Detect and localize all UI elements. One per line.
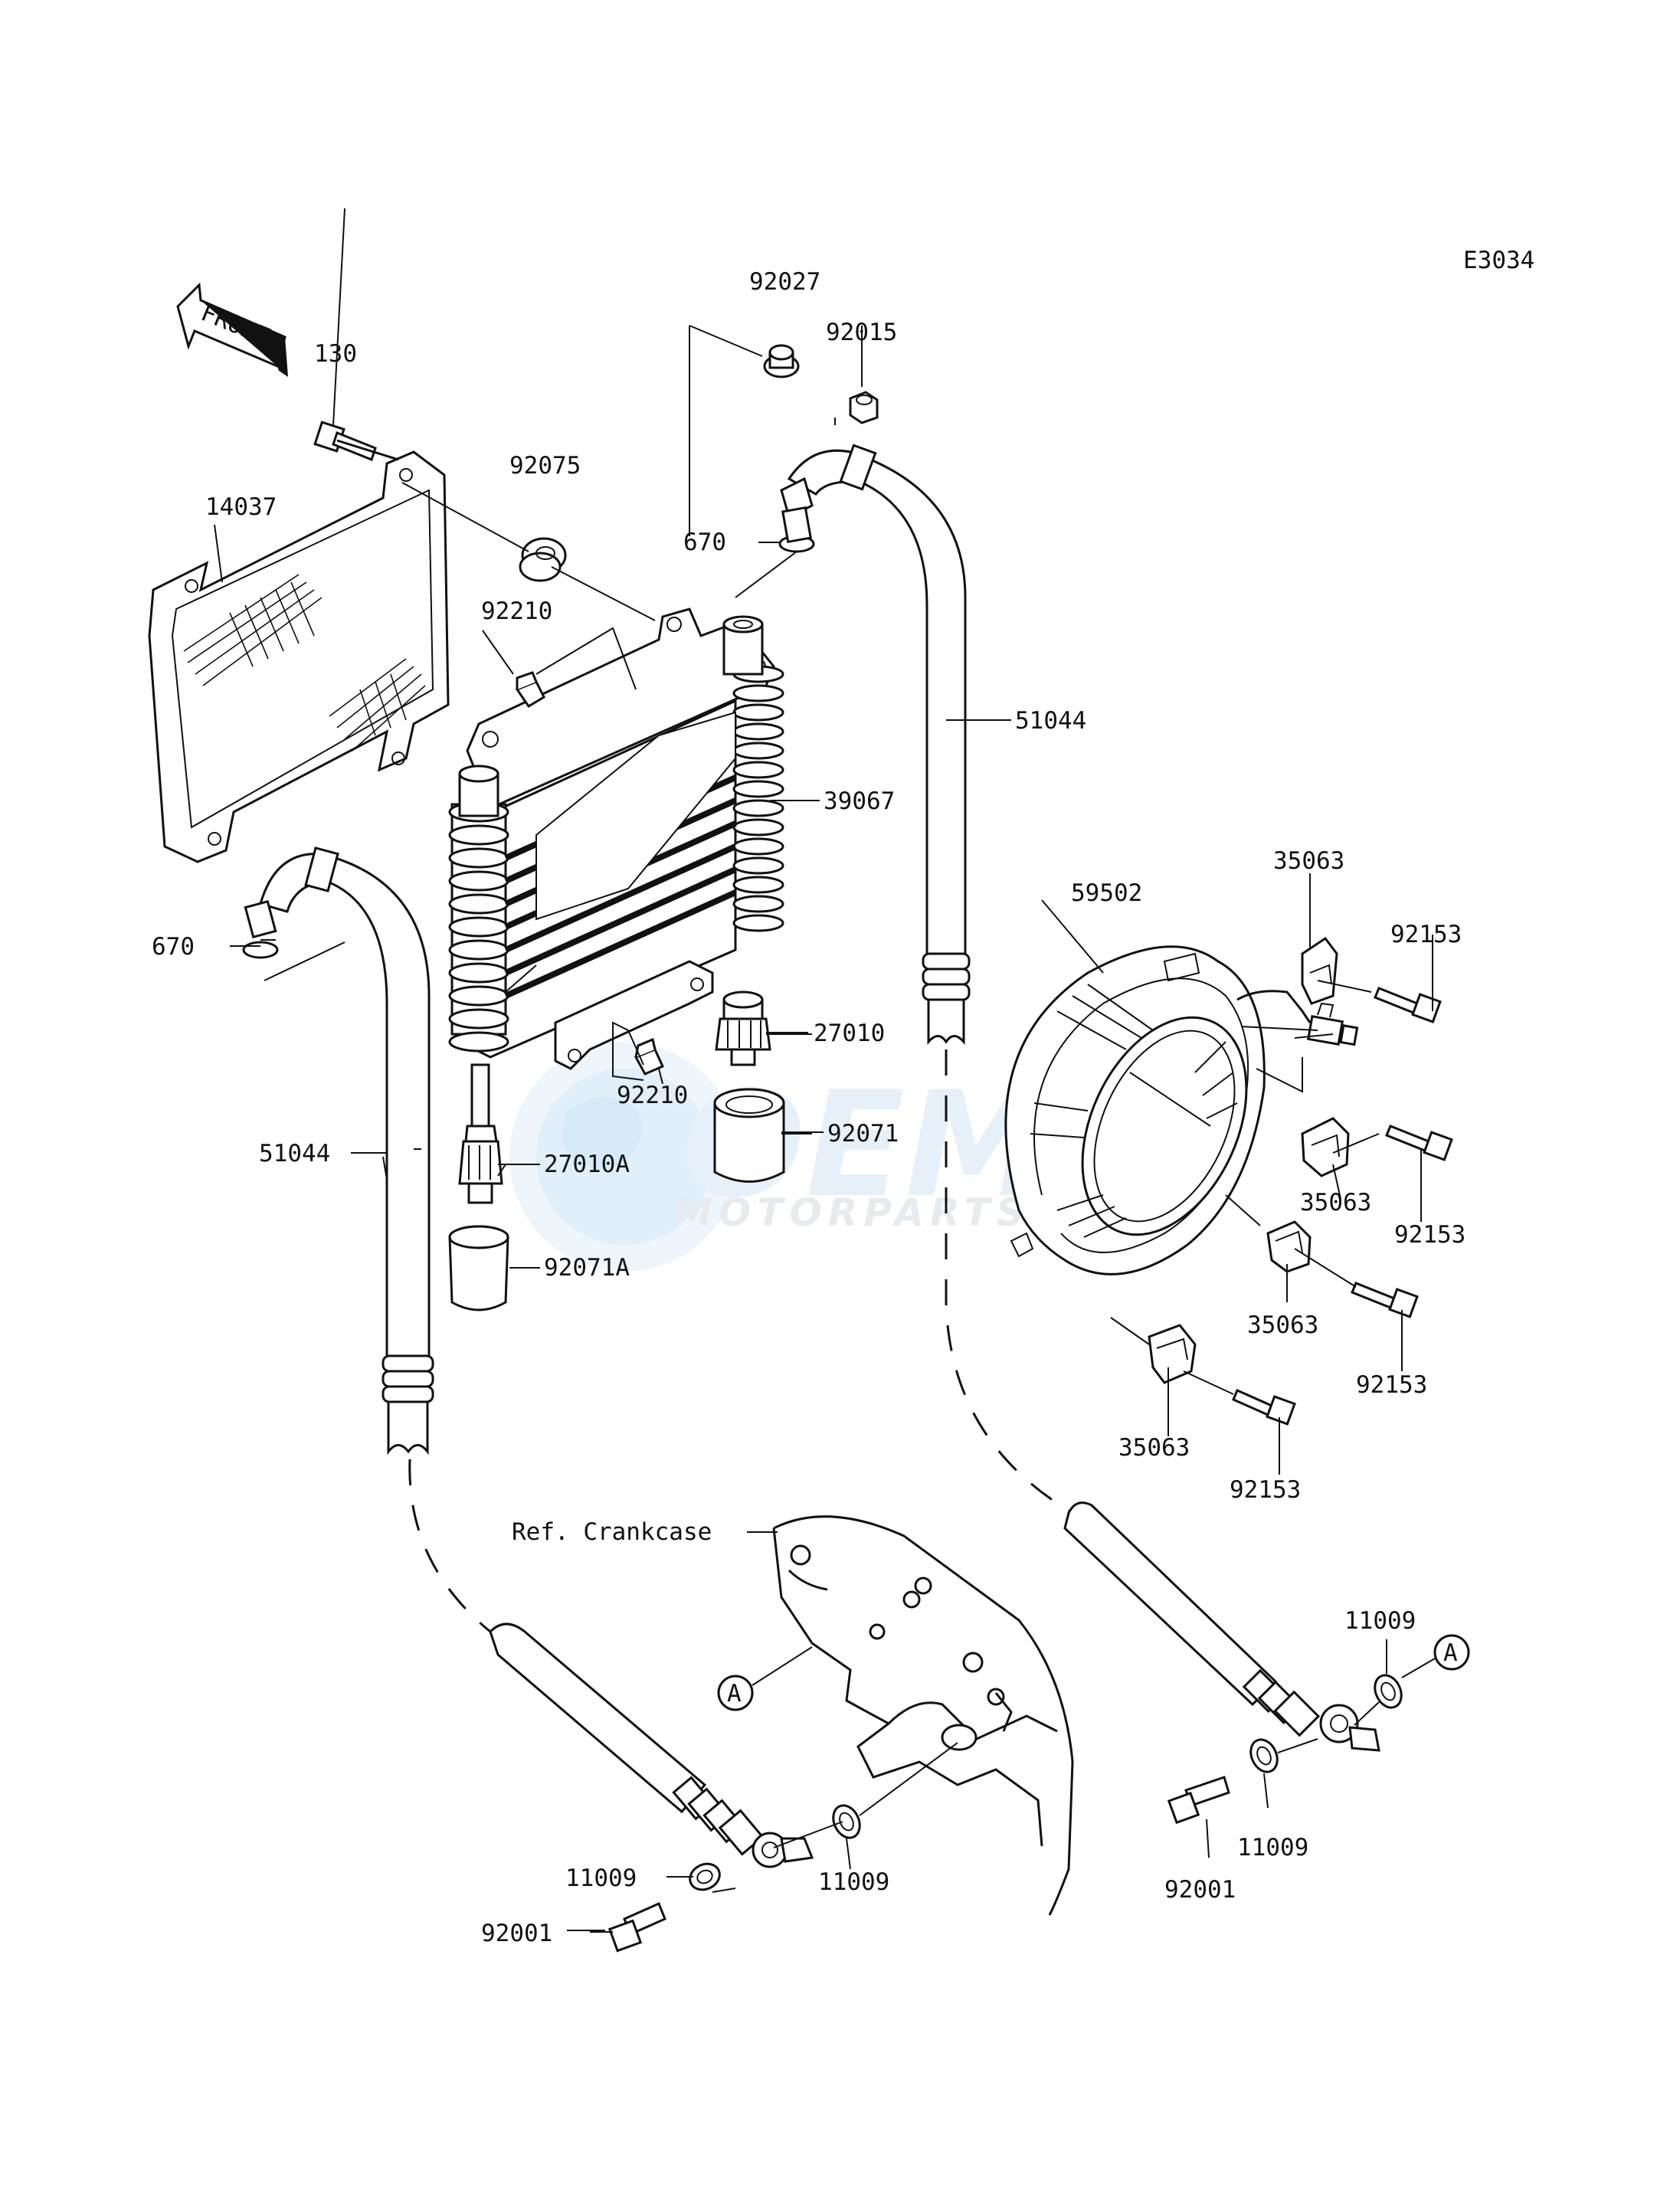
clamp-35063-a bbox=[1301, 936, 1338, 1005]
label-11009-r1: 11009 bbox=[1344, 1607, 1416, 1635]
reference-a-crankcase: A bbox=[717, 1646, 813, 1711]
label-27010: 27010 bbox=[814, 1020, 885, 1047]
washer-11009-r1 bbox=[1374, 1674, 1403, 1709]
label-ref-crankcase: Ref. Crankcase bbox=[512, 1518, 712, 1546]
clip-92210-top bbox=[515, 671, 545, 709]
label-92153-c: 92153 bbox=[1356, 1371, 1427, 1399]
label-92071A: 92071A bbox=[544, 1254, 630, 1282]
nut-92015 bbox=[849, 391, 879, 424]
label-35063-a: 35063 bbox=[1273, 847, 1344, 875]
banjo-bolt-92001-left bbox=[607, 1901, 666, 1953]
label-11009-l2: 11009 bbox=[565, 1865, 637, 1892]
label-27010A: 27010A bbox=[544, 1151, 630, 1178]
oil-hose-lower-left bbox=[489, 1622, 814, 1868]
label-92210-top: 92210 bbox=[481, 598, 552, 625]
bolt-92153-b bbox=[1385, 1125, 1453, 1161]
grommet-92075 bbox=[519, 537, 567, 582]
clamp-35063-d bbox=[1148, 1324, 1197, 1384]
oil-hose-51044-right bbox=[780, 444, 971, 1046]
label-59502: 59502 bbox=[1071, 879, 1142, 907]
oil-hose-lower-right bbox=[1063, 1501, 1380, 1752]
label-51044-left: 51044 bbox=[259, 1140, 330, 1167]
oil-cooler-39067 bbox=[448, 607, 784, 1070]
part-labels: 92027 92015 130 92075 14037 670 92210 51… bbox=[152, 268, 1465, 1947]
o-ring-670-left bbox=[242, 941, 279, 959]
oil-hose-51044-left bbox=[244, 846, 434, 1455]
switch-27010A bbox=[458, 1063, 503, 1204]
label-92153-b: 92153 bbox=[1394, 1221, 1465, 1249]
label-51044-right: 51044 bbox=[1015, 707, 1086, 735]
cap-92071A bbox=[448, 1225, 509, 1311]
crankcase-reference bbox=[772, 1515, 1074, 1916]
label-35063-b: 35063 bbox=[1300, 1189, 1371, 1216]
reference-a-crankcase-label: A bbox=[727, 1680, 742, 1708]
bolt-130 bbox=[313, 421, 399, 461]
label-35063-d: 35063 bbox=[1118, 1434, 1190, 1462]
label-92075: 92075 bbox=[509, 452, 581, 480]
leader-lines bbox=[214, 208, 1433, 1931]
bolt-92153-d bbox=[1232, 1389, 1296, 1426]
diagram-code: E3034 bbox=[1463, 247, 1534, 274]
hose-path-left-dashed bbox=[408, 1459, 491, 1633]
label-11009-r2: 11009 bbox=[1237, 1834, 1308, 1861]
label-670-left: 670 bbox=[152, 933, 195, 961]
label-92071: 92071 bbox=[827, 1120, 899, 1148]
fan-shroud-59502 bbox=[1004, 945, 1359, 1275]
bolt-92153-c bbox=[1351, 1282, 1419, 1318]
label-92210-bottom: 92210 bbox=[617, 1082, 688, 1109]
label-92015: 92015 bbox=[826, 319, 897, 346]
oil-cooler-screen bbox=[148, 450, 450, 863]
clamp-35063-b bbox=[1301, 1117, 1350, 1177]
watermark-sub: MOTORPARTS bbox=[674, 1190, 1030, 1235]
label-92001-r: 92001 bbox=[1164, 1876, 1236, 1904]
label-35063-c: 35063 bbox=[1247, 1311, 1318, 1339]
washer-11009-l2 bbox=[689, 1862, 721, 1891]
label-leaders bbox=[245, 719, 1011, 1933]
washer-11009-l1 bbox=[832, 1804, 861, 1839]
front-arrow: FRONT bbox=[176, 282, 288, 377]
hose-path-right-dashed bbox=[945, 1049, 1073, 1514]
collar-92027 bbox=[763, 344, 800, 378]
cap-92071 bbox=[713, 1088, 785, 1183]
label-130: 130 bbox=[314, 340, 357, 368]
label-14037: 14037 bbox=[205, 493, 277, 521]
label-92027: 92027 bbox=[749, 268, 820, 296]
reference-a-right-label: A bbox=[1443, 1639, 1458, 1667]
switch-27010 bbox=[715, 990, 771, 1066]
reference-a-right: A bbox=[1401, 1634, 1470, 1678]
label-11009-l1: 11009 bbox=[818, 1868, 889, 1896]
label-39067: 39067 bbox=[824, 787, 895, 815]
washer-11009-r2 bbox=[1249, 1738, 1279, 1773]
label-670-top: 670 bbox=[683, 529, 726, 556]
banjo-bolt-92001-right bbox=[1167, 1776, 1230, 1825]
label-92001-l: 92001 bbox=[481, 1920, 552, 1947]
clamp-35063-c bbox=[1266, 1220, 1312, 1273]
label-92153-a: 92153 bbox=[1390, 921, 1462, 948]
label-92153-d: 92153 bbox=[1230, 1476, 1301, 1504]
bolt-92153-a bbox=[1374, 987, 1442, 1023]
